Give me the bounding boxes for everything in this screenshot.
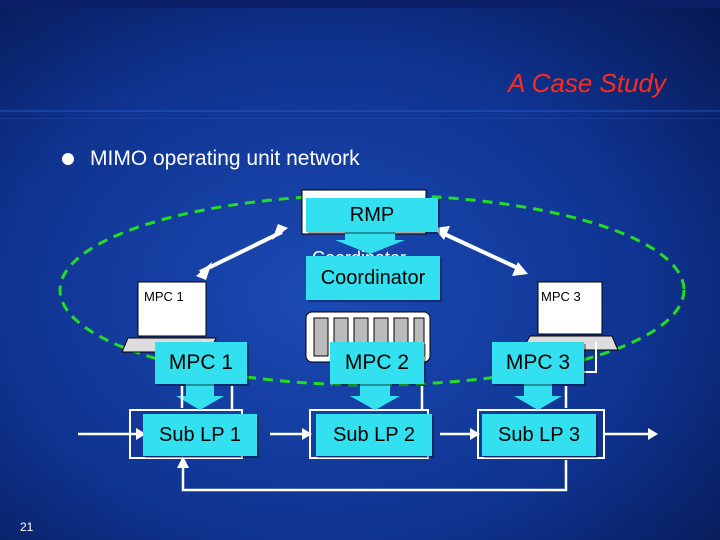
mpc3-box: MPC 3	[492, 342, 584, 384]
mpc2-box: MPC 2	[330, 342, 424, 384]
sublp3-box: Sub LP 3	[482, 414, 596, 456]
arrowhead-icon	[434, 226, 450, 240]
arrowhead-icon	[196, 262, 212, 280]
mpc-link	[580, 342, 597, 373]
down-arrow-icon	[335, 232, 405, 254]
link-arrow	[199, 230, 523, 274]
rmp-box: RMP	[306, 198, 438, 232]
arrowhead-icon	[177, 456, 189, 468]
mpc3-laptop-label: MPC 3	[541, 289, 581, 304]
arrowhead-icon	[136, 428, 658, 440]
mpc1-laptop-label: MPC 1	[144, 289, 184, 304]
coordinator-box: Coordinator	[306, 256, 440, 300]
feedback-loop	[181, 460, 568, 492]
bullet-icon	[62, 153, 74, 165]
sublp1-box: Sub LP 1	[143, 414, 257, 456]
feedback-arrow	[180, 386, 568, 410]
bullet-text: MIMO operating unit network	[90, 147, 360, 170]
page-number: 21	[20, 520, 34, 534]
control-arrow	[176, 384, 562, 410]
sublp2-box: Sub LP 2	[316, 414, 432, 456]
arrowhead-icon	[512, 262, 528, 276]
mpc1-box: MPC 1	[155, 342, 247, 384]
slide-title: A Case Study	[507, 68, 666, 98]
arrowhead-icon	[272, 224, 288, 240]
